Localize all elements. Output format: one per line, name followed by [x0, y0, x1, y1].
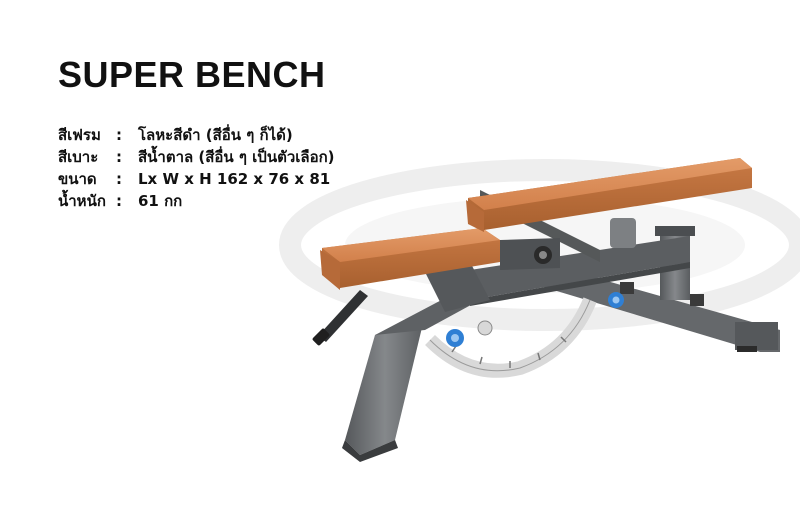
- spec-row-weight: น้ำหนัก : 61 กก: [58, 190, 335, 212]
- spec-value: Lx W x H 162 x 76 x 81: [138, 170, 331, 188]
- page-title: SUPER BENCH: [58, 54, 326, 95]
- spec-label: สีเฟรม: [58, 126, 101, 144]
- spec-label: สีเบาะ: [58, 148, 99, 166]
- spec-colon: :: [116, 126, 122, 144]
- spec-colon: :: [116, 192, 122, 210]
- spec-value: โลหะสีดำ (สีอื่น ๆ ก็ได้): [138, 126, 293, 144]
- spec-colon: :: [116, 148, 122, 166]
- spec-row-size: ขนาด : Lx W x H 162 x 76 x 81: [58, 168, 335, 190]
- spec-list: สีเฟรม : โลหะสีดำ (สีอื่น ๆ ก็ได้) สีเบา…: [58, 124, 335, 212]
- spec-label: ขนาด: [58, 170, 97, 188]
- spec-label: น้ำหนัก: [58, 192, 106, 210]
- spec-value: สีน้ำตาล (สีอื่น ๆ เป็นตัวเลือก): [138, 148, 335, 166]
- spec-row-seat-color: สีเบาะ : สีน้ำตาล (สีอื่น ๆ เป็นตัวเลือก…: [58, 146, 335, 168]
- spec-value: 61 กก: [138, 192, 183, 210]
- spec-colon: :: [116, 170, 122, 188]
- spec-row-frame-color: สีเฟรม : โลหะสีดำ (สีอื่น ๆ ก็ได้): [58, 124, 335, 146]
